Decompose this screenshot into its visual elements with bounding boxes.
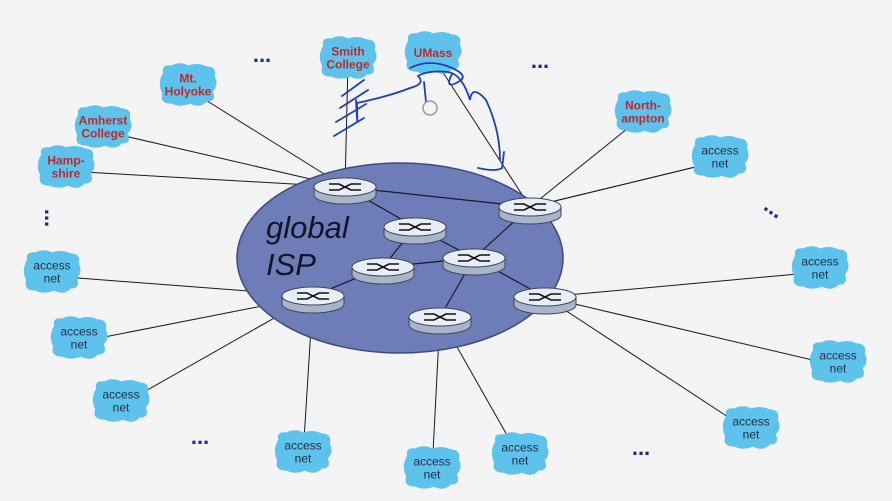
pointer-cursor	[422, 100, 438, 116]
router-icon	[442, 248, 506, 276]
router-icon	[351, 257, 415, 285]
ellipsis-mark: ...	[191, 424, 209, 449]
net-label: access	[501, 441, 538, 455]
net-label: net	[712, 157, 729, 171]
link-northampton	[529, 115, 644, 208]
net-label: College	[326, 58, 370, 72]
router-icon	[498, 197, 562, 225]
ellipsis-mark: ...	[253, 42, 271, 67]
isp-label-global: global	[266, 210, 350, 245]
routers-layer	[281, 177, 577, 335]
clouds-layer: SmithCollegeUMassMt.HolyokeAmherstColleg…	[23, 31, 867, 489]
net-label: net	[812, 268, 829, 282]
net-label: access	[819, 349, 856, 363]
link-a9	[544, 271, 821, 298]
router-icon	[281, 286, 345, 314]
net-label: Mt.	[179, 72, 196, 86]
ellipsis-mark: ...	[40, 209, 65, 227]
net-label: Holyoke	[165, 85, 212, 99]
link-a8	[544, 296, 839, 367]
net-label: access	[102, 388, 139, 402]
router-icon	[513, 287, 577, 315]
net-label: net	[113, 401, 130, 415]
annotation-path-stroke	[355, 70, 501, 161]
net-label: Hamp-	[47, 154, 84, 168]
net-label: net	[512, 454, 529, 468]
net-label: UMass	[414, 46, 453, 60]
link-mt-holyoke	[187, 88, 346, 188]
ellipsis-mark: ...	[531, 48, 549, 73]
handwritten-annotation	[333, 62, 505, 171]
link-a11	[529, 160, 721, 208]
router-icon	[383, 217, 447, 245]
net-label: College	[81, 127, 125, 141]
net-label: access	[732, 415, 769, 429]
annotation-hatch-mark	[333, 79, 369, 137]
net-label: access	[60, 325, 97, 339]
net-label: access	[284, 439, 321, 453]
net-label: access	[413, 455, 450, 469]
net-label: net	[44, 272, 61, 286]
net-label: net	[71, 338, 88, 352]
ellipsis-mark: ...	[760, 192, 789, 223]
link-smith	[344, 61, 349, 188]
link-a7	[544, 296, 752, 433]
net-label: shire	[52, 167, 81, 181]
router-icon	[313, 177, 377, 205]
annotation-arrowhead	[477, 151, 505, 171]
campus-net-northampton: North-ampton	[614, 90, 672, 133]
net-label: net	[830, 362, 847, 376]
net-label: access	[701, 144, 738, 158]
ellipsis-mark: ...	[632, 435, 650, 460]
net-label: access	[801, 255, 838, 269]
annotation-loop-stroke	[409, 62, 464, 86]
router-icon	[408, 307, 472, 335]
net-label: access	[33, 259, 70, 273]
isp-label-isp: ISP	[266, 247, 316, 282]
campus-net-umass: UMass	[404, 31, 462, 74]
net-label: Amherst	[79, 114, 128, 128]
net-label: North-	[625, 99, 661, 113]
net-label: net	[424, 468, 441, 482]
campus-net-mt-holyoke: Mt.Holyoke	[159, 63, 217, 106]
net-label: net	[295, 452, 312, 466]
net-label: ampton	[621, 112, 664, 126]
annotation-handle-stroke	[423, 81, 427, 103]
net-label: net	[743, 428, 760, 442]
net-label: Smith	[331, 45, 364, 59]
campus-net-hampshire: Hamp-shire	[37, 145, 95, 188]
link-amherst	[102, 130, 346, 188]
